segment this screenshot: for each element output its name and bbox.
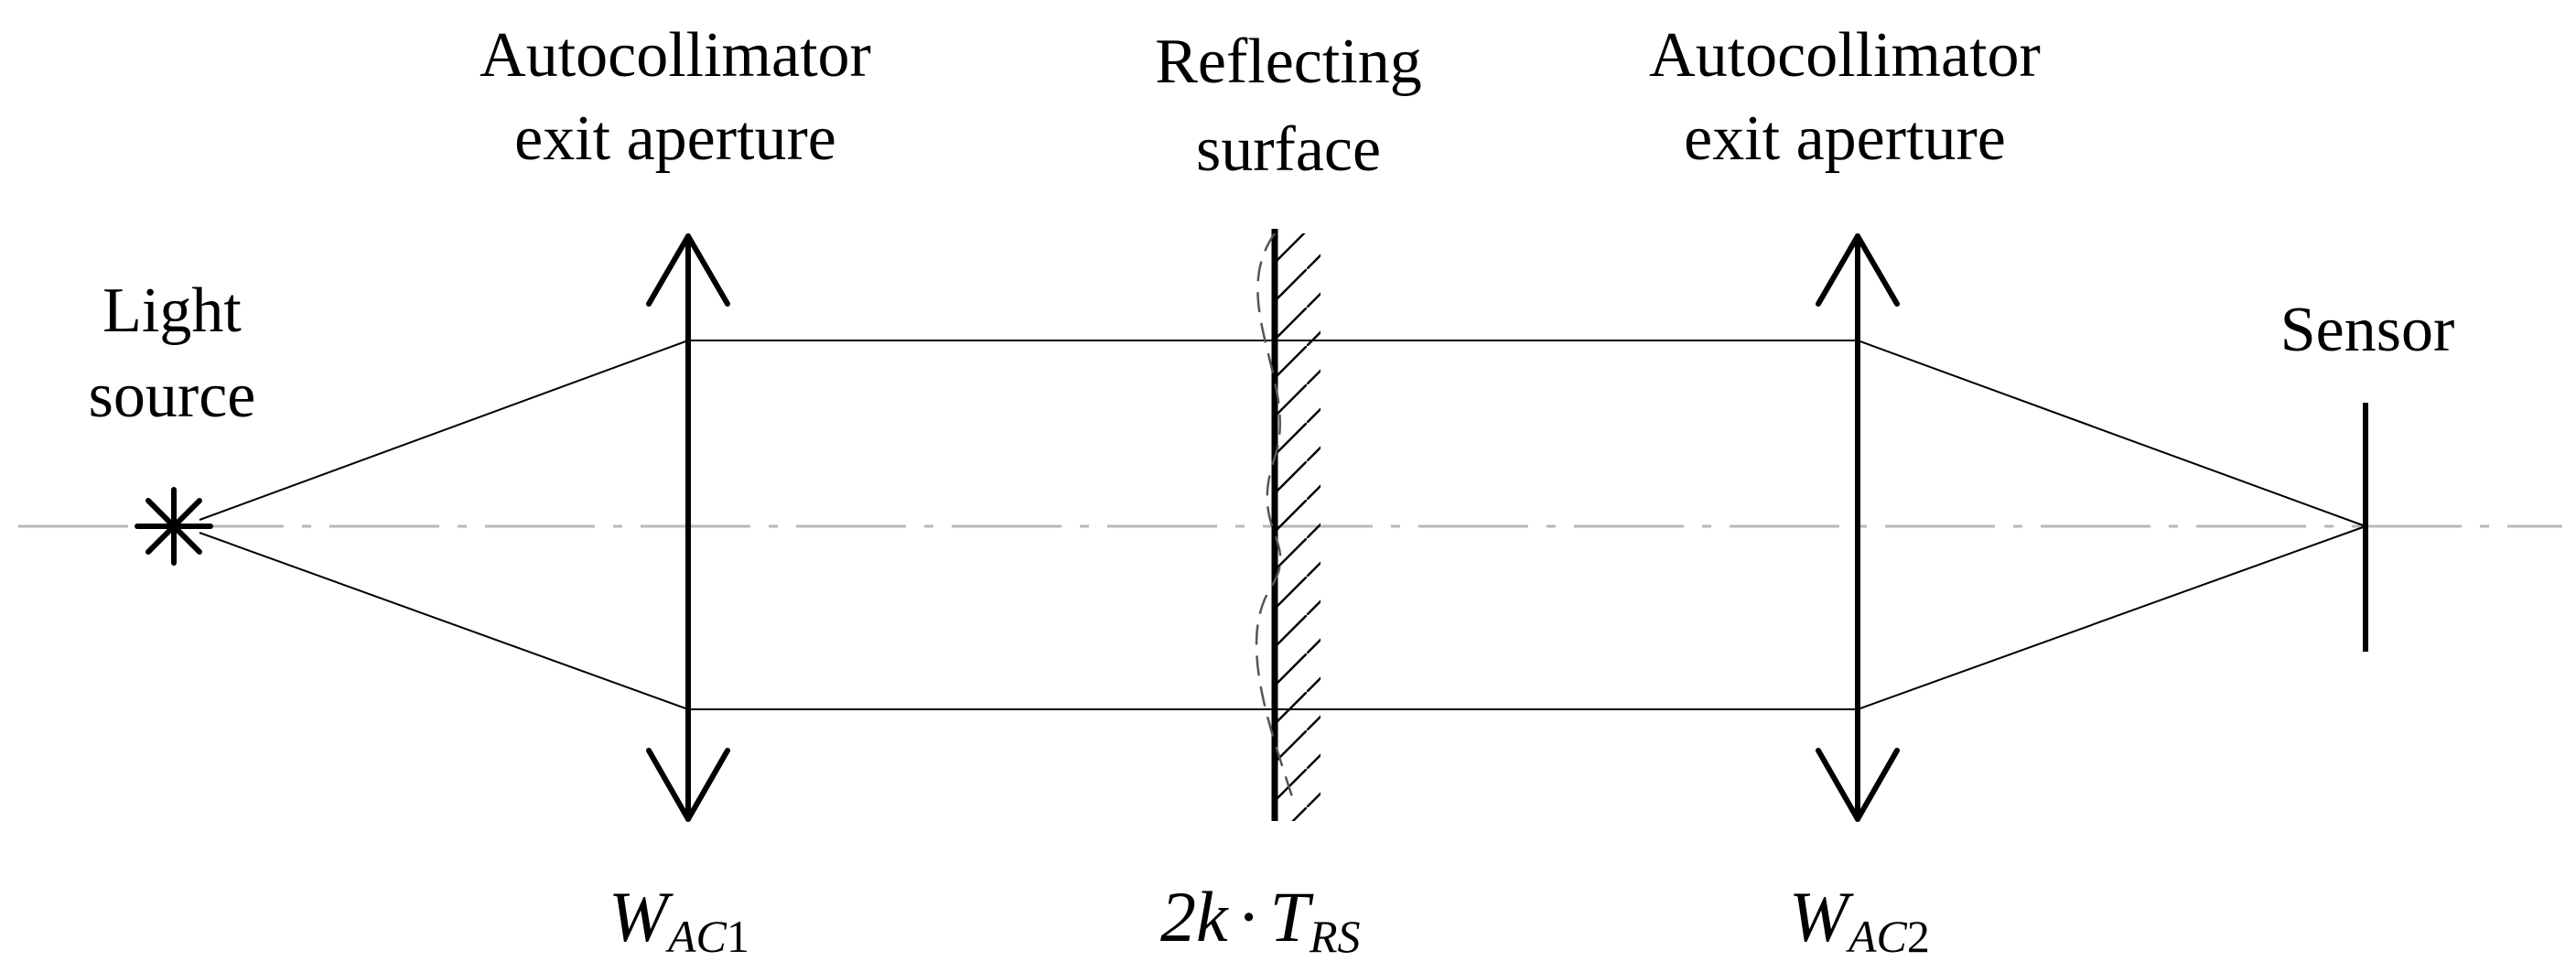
left-lens-icon [646,233,730,822]
left-aperture-label-line2: exit aperture [514,103,836,174]
w-ac2-base: W [1789,877,1854,956]
right-aperture-label-line1: Autocollimator [1649,20,2041,91]
reflection-symbol: 2k·TRS [1160,877,1361,962]
w-ac1-sub: AC [665,911,728,962]
w-ac1-sub-num: 1 [727,911,749,962]
light-source-label-line2: source [89,361,256,431]
reflection-coef: 2k [1160,877,1229,956]
light-source-icon [135,487,213,566]
right-lens-icon [1816,233,1900,822]
w-ac2-sub: AC [1846,911,1908,962]
w-ac1-base: W [609,877,674,956]
w-ac2-symbol: WAC2 [1789,877,1930,962]
light-rays [199,340,2366,710]
reflection-base: T [1270,877,1314,956]
reflection-sub: RS [1309,911,1361,962]
right-aperture-label-line2: exit aperture [1684,103,2006,174]
sensor-label: Sensor [2280,295,2455,365]
left-aperture-label-line1: Autocollimator [480,20,871,91]
w-ac2-sub-num: 2 [1907,911,1930,962]
w-ac1-symbol: WAC1 [609,877,749,962]
light-source-label-line1: Light [102,275,242,346]
reflecting-surface-label-line1: Reflecting [1155,27,1422,97]
reflecting-surface-label-line2: surface [1196,114,1381,185]
reflecting-surface-icon [1255,229,1320,821]
reflection-dot: · [1237,877,1261,956]
